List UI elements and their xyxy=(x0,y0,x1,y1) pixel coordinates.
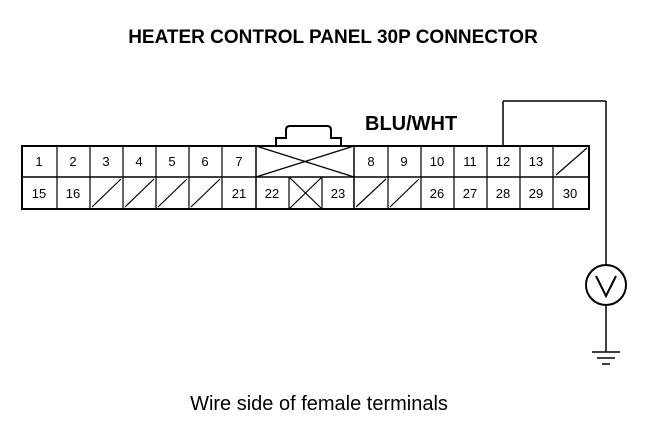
bottom-row-pins: 15 16 21 22 23 26 27 28 29 30 xyxy=(32,186,577,201)
pin-label: 7 xyxy=(235,154,242,169)
pin-label: 2 xyxy=(69,154,76,169)
top-row-pins: 1 2 3 4 5 6 7 8 9 10 11 12 13 xyxy=(35,154,543,169)
pin-label-probe: 12 xyxy=(496,154,510,169)
diagram-caption: Wire side of female terminals xyxy=(190,393,448,415)
pin-label: 26 xyxy=(430,186,444,201)
pin-label: 27 xyxy=(463,186,477,201)
pin-label: 10 xyxy=(430,154,444,169)
probe-wire xyxy=(502,100,607,264)
blocked-cavities xyxy=(91,145,588,210)
pin-label: 28 xyxy=(496,186,510,201)
pin-label: 9 xyxy=(400,154,407,169)
pin-label: 4 xyxy=(135,154,142,169)
pin-label: 8 xyxy=(367,154,374,169)
connector-latch xyxy=(275,125,342,146)
diagram-title: HEATER CONTROL PANEL 30P CONNECTOR xyxy=(128,27,538,48)
voltmeter-icon: V xyxy=(585,264,627,306)
pin-label: 3 xyxy=(102,154,109,169)
pin-label: 15 xyxy=(32,186,46,201)
pin-label: 29 xyxy=(529,186,543,201)
connector-body xyxy=(21,145,590,210)
pin-label: 30 xyxy=(563,186,577,201)
wire-color-label: BLU/WHT xyxy=(365,113,457,135)
pin-label: 23 xyxy=(331,186,345,201)
pin-label: 11 xyxy=(463,154,477,169)
pin-label: 5 xyxy=(168,154,175,169)
pin-label: 16 xyxy=(66,186,80,201)
pin-label: 13 xyxy=(529,154,543,169)
pin-label: 1 xyxy=(35,154,42,169)
pin-label: 6 xyxy=(201,154,208,169)
ground-icon xyxy=(592,305,620,365)
pin-label: 22 xyxy=(265,186,279,201)
pin-label: 21 xyxy=(232,186,246,201)
